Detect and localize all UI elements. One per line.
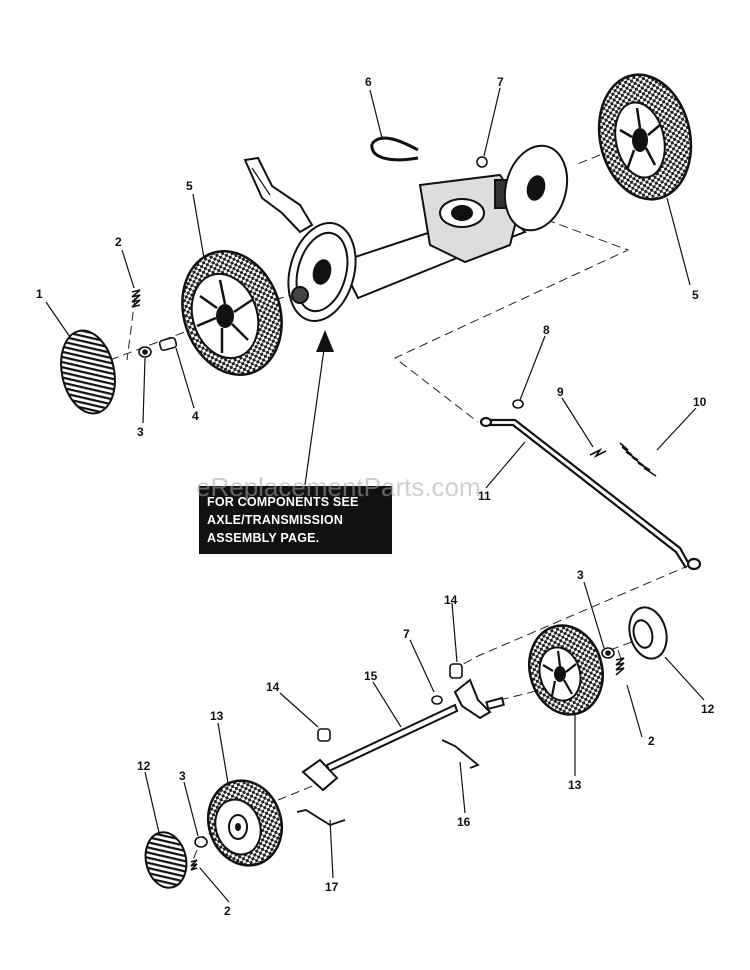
callout-15: 15 (364, 669, 378, 683)
rear-wheel-right-part-5 (597, 73, 693, 201)
callout-5: 5 (186, 179, 193, 193)
front-wheel-left-part-13 (207, 779, 283, 867)
callout-14: 14 (266, 680, 280, 694)
adjuster-rod-part-11 (479, 416, 702, 571)
callout-16: 16 (457, 815, 471, 829)
callout-12: 12 (137, 759, 151, 773)
axle-transmission-assembly (287, 144, 569, 323)
front-axle-rod-part-15 (301, 678, 505, 792)
callout-3: 3 (179, 769, 186, 783)
callout-2: 2 (115, 235, 122, 249)
callout-17: 17 (325, 880, 339, 894)
hubcap-part-1 (60, 329, 116, 415)
callout-12: 12 (701, 702, 715, 716)
note-line-3: ASSEMBLY PAGE. (207, 531, 320, 545)
callout-3: 3 (137, 425, 144, 439)
callout-1: 1 (36, 287, 43, 301)
rear-wheel-left-part-5 (181, 250, 283, 376)
callout-7: 7 (497, 75, 504, 89)
callout-4: 4 (192, 409, 199, 423)
callout-2: 2 (648, 734, 655, 748)
u-clip-part-6 (370, 136, 419, 162)
handle-bracket (243, 156, 314, 234)
spring-parts (131, 289, 657, 871)
callout-7: 7 (403, 627, 410, 641)
callout-leader-lines (45, 87, 705, 903)
callout-numbers: 1 2 3 4 5 5 6 7 8 9 10 11 3 12 2 14 7 15… (36, 75, 715, 918)
note-line-1: FOR COMPONENTS SEE (207, 495, 359, 509)
hubcap-part-12-right (628, 606, 668, 660)
reference-note-box: FOR COMPONENTS SEE AXLE/TRANSMISSION ASS… (199, 486, 392, 554)
callout-11: 11 (478, 489, 491, 503)
callout-8: 8 (543, 323, 550, 337)
hardware-small-parts (138, 156, 615, 848)
callout-14: 14 (444, 593, 458, 607)
axle-pointer-arrow (316, 330, 334, 352)
callout-2: 2 (224, 904, 231, 918)
callout-3: 3 (577, 568, 584, 582)
callout-6: 6 (365, 75, 372, 89)
note-line-2: AXLE/TRANSMISSION (207, 513, 344, 527)
callout-13: 13 (568, 778, 582, 792)
assembly-dash-lines (109, 154, 691, 861)
callout-13: 13 (210, 709, 224, 723)
callout-9: 9 (557, 385, 564, 399)
callout-10: 10 (693, 395, 707, 409)
front-wheel-right-part-13 (528, 624, 604, 716)
hubcap-part-12-left (144, 831, 188, 889)
torsion-springs-16-17 (296, 739, 480, 826)
callout-5: 5 (692, 288, 699, 302)
